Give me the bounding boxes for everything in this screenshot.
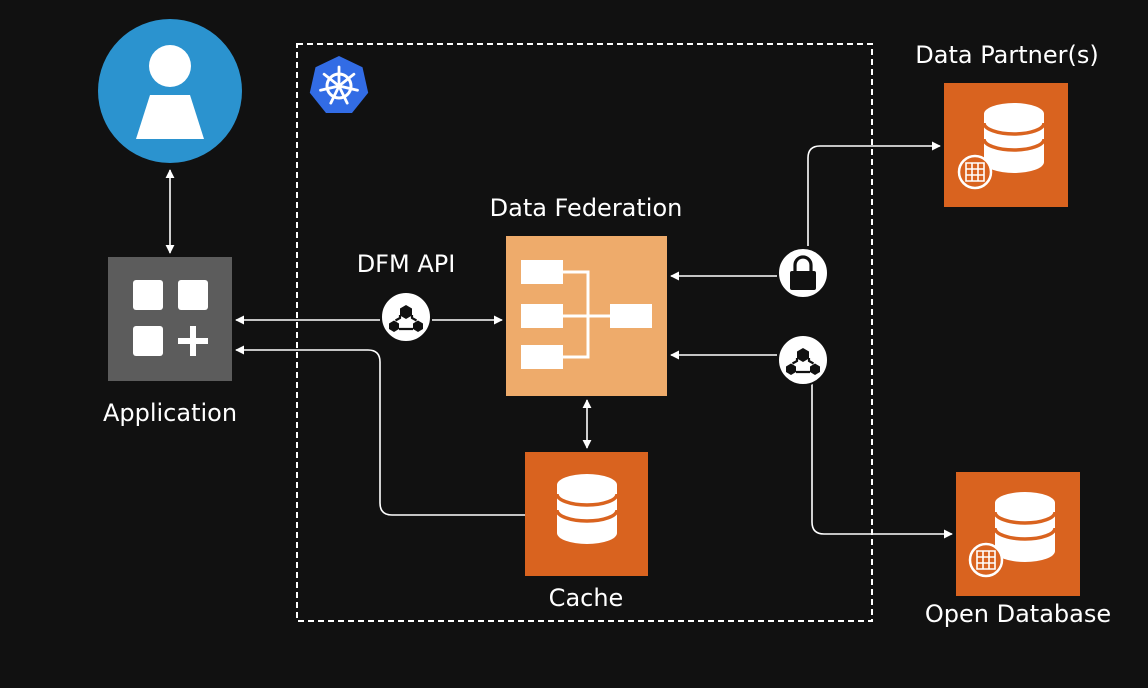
dfm-api-label: DFM API xyxy=(356,250,456,278)
kubernetes-icon xyxy=(309,56,369,113)
application-icon xyxy=(108,257,232,381)
cache-database-icon xyxy=(525,452,648,576)
cache-label: Cache xyxy=(548,584,624,612)
data-partner-database-icon xyxy=(944,83,1068,207)
open-database-icon xyxy=(956,472,1080,596)
cache-to-application-connector xyxy=(235,345,525,516)
data-partners-label: Data Partner(s) xyxy=(915,41,1099,69)
open-database-label: Open Database xyxy=(924,600,1112,628)
lock-to-data-partner-connector xyxy=(807,141,941,246)
user-icon xyxy=(98,19,242,163)
data-federation-icon xyxy=(506,236,667,396)
application-label: Application xyxy=(102,399,238,427)
cluster-boundary xyxy=(296,43,873,622)
connectors xyxy=(165,141,953,539)
lock-icon xyxy=(777,247,829,299)
api-to-open-database-connector xyxy=(811,383,953,539)
open-database-api-icon xyxy=(776,333,830,387)
data-federation-label: Data Federation xyxy=(489,194,683,222)
dfm-api-icon xyxy=(379,290,433,344)
